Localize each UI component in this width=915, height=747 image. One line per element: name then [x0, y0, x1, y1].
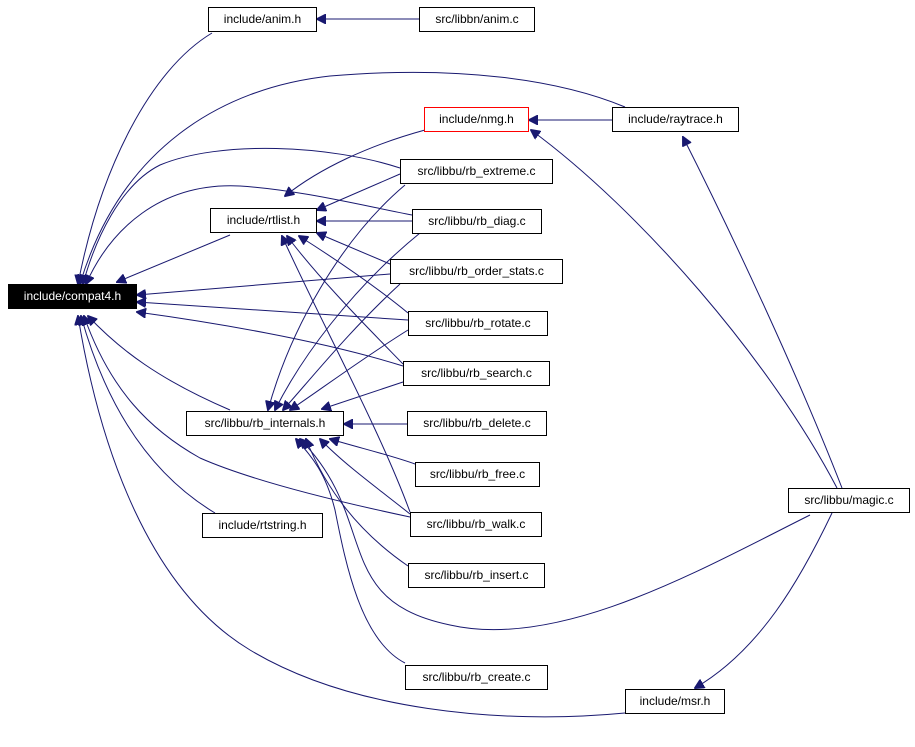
node-src-libbu-rb-create-c[interactable]: src/libbu/rb_create.c — [405, 665, 548, 690]
edge-anim-h-to-compat4 — [78, 32, 213, 284]
node-src-libbu-rb-rotate-c[interactable]: src/libbu/rb_rotate.c — [408, 311, 548, 336]
edge-rtlist-to-compat4 — [117, 234, 231, 282]
edge-msr-to-compat4 — [78, 316, 626, 718]
edge-rb-walk-to-compat4 — [84, 316, 411, 518]
edge-rb-rotate-to-rb-internals — [290, 329, 409, 410]
edge-rb-order-stats-to-rb-internals — [283, 283, 401, 410]
edge-rb-diag-to-compat4 — [86, 185, 413, 284]
edge-nmg-to-rtlist — [285, 129, 426, 196]
edge-rb-search-to-rtlist — [287, 236, 404, 365]
node-src-libbu-rb-diag-c[interactable]: src/libbu/rb_diag.c — [412, 209, 542, 234]
node-src-libbu-rb-delete-c[interactable]: src/libbu/rb_delete.c — [407, 411, 547, 436]
node-include-compat4-h[interactable]: include/compat4.h — [8, 284, 137, 309]
edge-rb-order-stats-to-compat4 — [137, 273, 391, 295]
node-src-libbu-rb-insert-c[interactable]: src/libbu/rb_insert.c — [408, 563, 545, 588]
edge-rtstring-to-compat4 — [81, 316, 216, 514]
node-include-anim-h[interactable]: include/anim.h — [208, 7, 317, 32]
node-src-libbu-rb-extreme-c[interactable]: src/libbu/rb_extreme.c — [400, 159, 553, 184]
edge-rb-search-to-rb-internals — [322, 381, 404, 409]
edge-raytrace-to-compat4 — [80, 71, 626, 284]
edge-rb-create-to-rb-internals — [296, 439, 406, 664]
node-src-libbu-magic-c[interactable]: src/libbu/magic.c — [788, 488, 910, 513]
edge-rb-order-stats-to-rtlist — [317, 233, 391, 265]
edge-rb-extreme-to-compat4 — [83, 147, 401, 284]
edge-rb-extreme-to-rb-internals — [268, 184, 406, 410]
node-include-rtstring-h[interactable]: include/rtstring.h — [202, 513, 323, 538]
edge-rb-free-to-rb-internals — [330, 439, 416, 465]
edge-rb-walk-to-rb-internals — [320, 439, 411, 515]
node-src-libbu-rb-walk-c[interactable]: src/libbu/rb_walk.c — [410, 512, 542, 537]
node-include-rtlist-h[interactable]: include/rtlist.h — [210, 208, 317, 233]
node-include-raytrace-h[interactable]: include/raytrace.h — [612, 107, 739, 132]
node-src-libbu-rb-internals-h[interactable]: src/libbu/rb_internals.h — [186, 411, 344, 436]
edge-rb-extreme-to-rtlist — [317, 173, 401, 210]
edge-rb-rotate-to-rtlist — [299, 236, 409, 314]
edge-rb-insert-to-rb-internals — [306, 439, 409, 567]
edge-rb-diag-to-rb-internals — [275, 232, 421, 410]
edge-rb-search-to-compat4 — [137, 312, 404, 367]
node-src-libbn-anim-c[interactable]: src/libbn/anim.c — [419, 7, 535, 32]
edge-magic-to-msr — [695, 512, 833, 688]
edge-magic-to-rb-internals — [300, 439, 811, 631]
node-include-nmg-h[interactable]: include/nmg.h — [424, 107, 529, 132]
edge-rb-rotate-to-compat4 — [137, 302, 409, 321]
node-src-libbu-rb-order-stats-c[interactable]: src/libbu/rb_order_stats.c — [390, 259, 563, 284]
edge-rb-internals-to-compat4 — [88, 316, 231, 411]
edge-rb-walk-to-rtlist — [282, 236, 411, 513]
node-src-libbu-rb-free-c[interactable]: src/libbu/rb_free.c — [415, 462, 540, 487]
node-src-libbu-rb-search-c[interactable]: src/libbu/rb_search.c — [403, 361, 550, 386]
edge-magic-to-raytrace — [683, 137, 843, 489]
node-include-msr-h[interactable]: include/msr.h — [625, 689, 725, 714]
edge-magic-to-nmg — [531, 130, 838, 489]
